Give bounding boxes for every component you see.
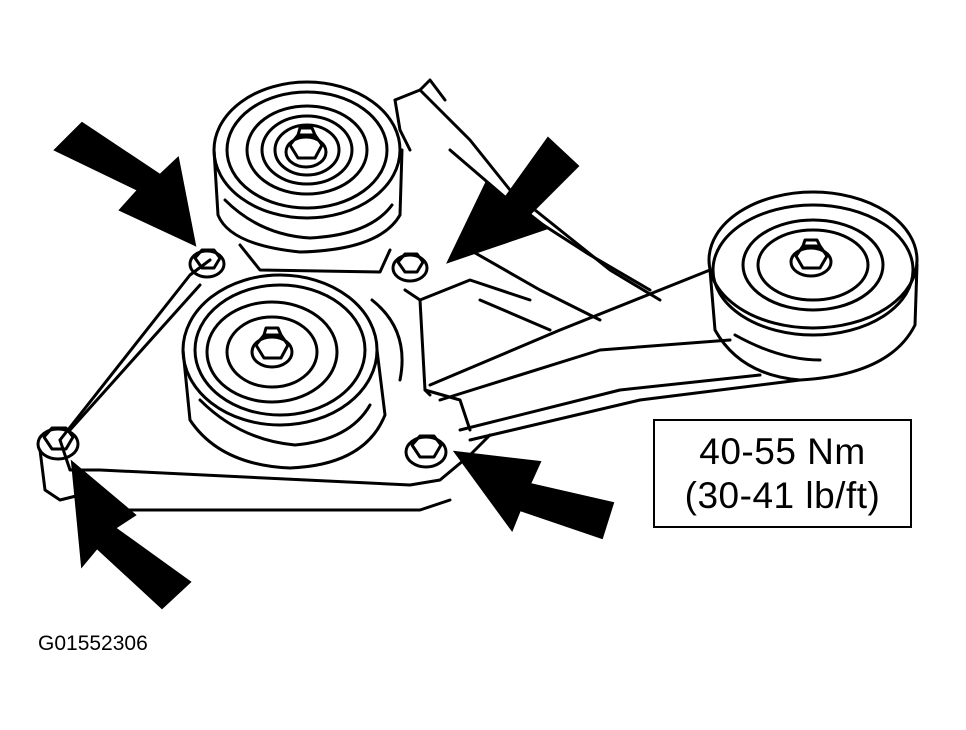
figure-id: G01552306: [38, 632, 148, 655]
bolt-upper-left: [188, 248, 226, 279]
arrow-upper-left: [53, 121, 197, 247]
lower-pulley: [181, 273, 404, 470]
bolt-lower-left: [36, 426, 80, 461]
arrow-lower-left: [70, 459, 192, 610]
upper-pulley-bolt: [284, 126, 328, 169]
torque-imperial: (30-41 lb/ft): [684, 474, 881, 516]
upper-pulley: [212, 80, 404, 274]
bolt-lower-right: [404, 434, 448, 469]
bolt-upper-right: [391, 252, 429, 283]
right-pulley: [707, 190, 919, 382]
arrow-upper-right: [446, 136, 580, 264]
engine-housing: [393, 78, 662, 332]
arrow-lower-right: [452, 450, 615, 540]
lower-pulley-bolt: [250, 326, 294, 369]
right-pulley-bolt: [789, 238, 833, 278]
torque-spec-box: 40-55 Nm (30-41 lb/ft): [653, 419, 912, 528]
mounting-bracket: [38, 258, 492, 512]
idler-arm: [428, 268, 802, 442]
torque-metric: 40-55 Nm: [699, 430, 866, 472]
